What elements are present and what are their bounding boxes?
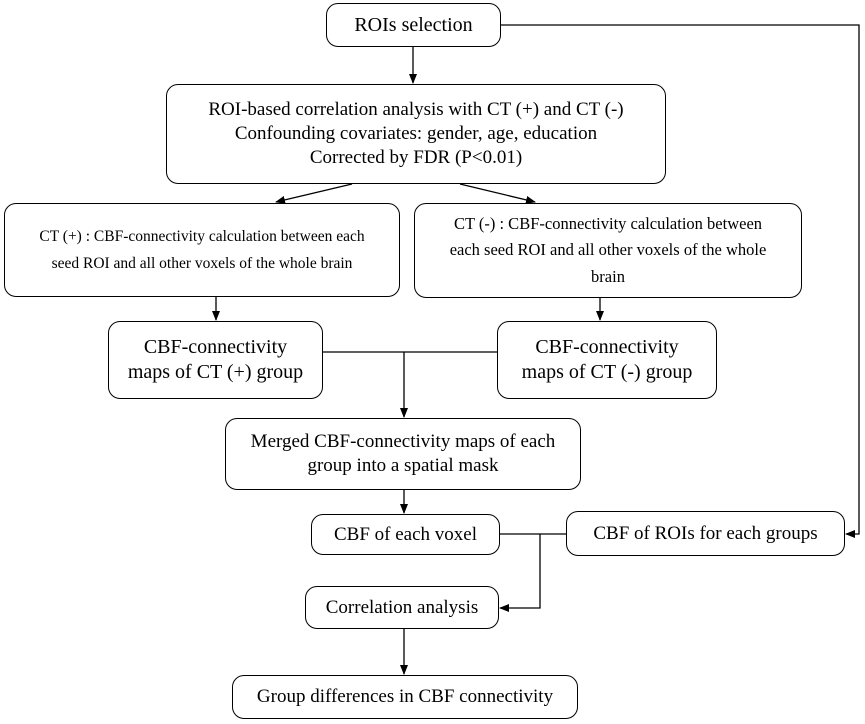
ct-positive-line-2: seed ROI and all other voxels of the who… bbox=[51, 255, 353, 272]
merged-line-2: group into a spatial mask bbox=[307, 455, 499, 476]
arrow-to-correlation-analysis bbox=[499, 534, 541, 612]
ct-positive-line-1: CT (+) : CBF-connectivity calculation be… bbox=[39, 227, 365, 245]
roi-selection-box: ROIs selection bbox=[326, 3, 501, 47]
cbf-voxel-box: CBF of each voxel bbox=[311, 514, 500, 555]
roi-selection-text: ROIs selection bbox=[354, 13, 473, 36]
ct-negative-line-3: brain bbox=[591, 266, 625, 286]
correlation-analysis-setup-box: ROI-based correlation analysis with CT (… bbox=[166, 84, 666, 184]
merged-maps-box: Merged CBF-connectivity maps of each gro… bbox=[225, 418, 581, 490]
cbf-rois-text: CBF of ROIs for each groups bbox=[593, 522, 818, 544]
maps-ct-positive-box: CBF-connectivity maps of CT (+) group bbox=[108, 321, 323, 399]
ct-negative-line-2: each seed ROI and all other voxels of th… bbox=[449, 240, 767, 260]
merged-line-1: Merged CBF-connectivity maps of each bbox=[250, 431, 556, 453]
arrow-correlation-to-ctneg bbox=[459, 183, 536, 204]
correlation-analysis-text: Correlation analysis bbox=[325, 596, 479, 618]
line-roi-to-cbf-rois bbox=[501, 24, 860, 538]
maps-ct-positive-line-1: CBF-connectivity bbox=[143, 336, 288, 358]
correlation-analysis-box: Correlation analysis bbox=[305, 586, 499, 629]
ct-negative-line-1: CT (-) : CBF-connectivity calculation be… bbox=[453, 213, 763, 233]
cbf-rois-box: CBF of ROIs for each groups bbox=[566, 511, 845, 556]
maps-ct-negative-line-1: CBF-connectivity bbox=[535, 336, 679, 358]
cbf-voxel-text: CBF of each voxel bbox=[333, 523, 477, 545]
group-differences-text: Group differences in CBF connectivity bbox=[256, 686, 554, 708]
maps-ct-negative-box: CBF-connectivity maps of CT (-) group bbox=[497, 321, 717, 399]
correlation-line-2: Confounding covariates: gender, age, edu… bbox=[234, 123, 598, 145]
arrow-correlation-to-ctpos bbox=[275, 183, 353, 204]
ct-negative-calculation-box: CT (-) : CBF-connectivity calculation be… bbox=[414, 203, 802, 298]
group-differences-box: Group differences in CBF connectivity bbox=[232, 675, 578, 719]
maps-ct-positive-line-2: maps of CT (+) group bbox=[127, 361, 304, 383]
correlation-line-3: Corrected by FDR (P<0.01) bbox=[309, 146, 523, 168]
correlation-line-1: ROI-based correlation analysis with CT (… bbox=[208, 99, 624, 121]
maps-ct-negative-line-2: maps of CT (-) group bbox=[521, 361, 693, 383]
ct-positive-calculation-box: CT (+) : CBF-connectivity calculation be… bbox=[4, 203, 400, 297]
